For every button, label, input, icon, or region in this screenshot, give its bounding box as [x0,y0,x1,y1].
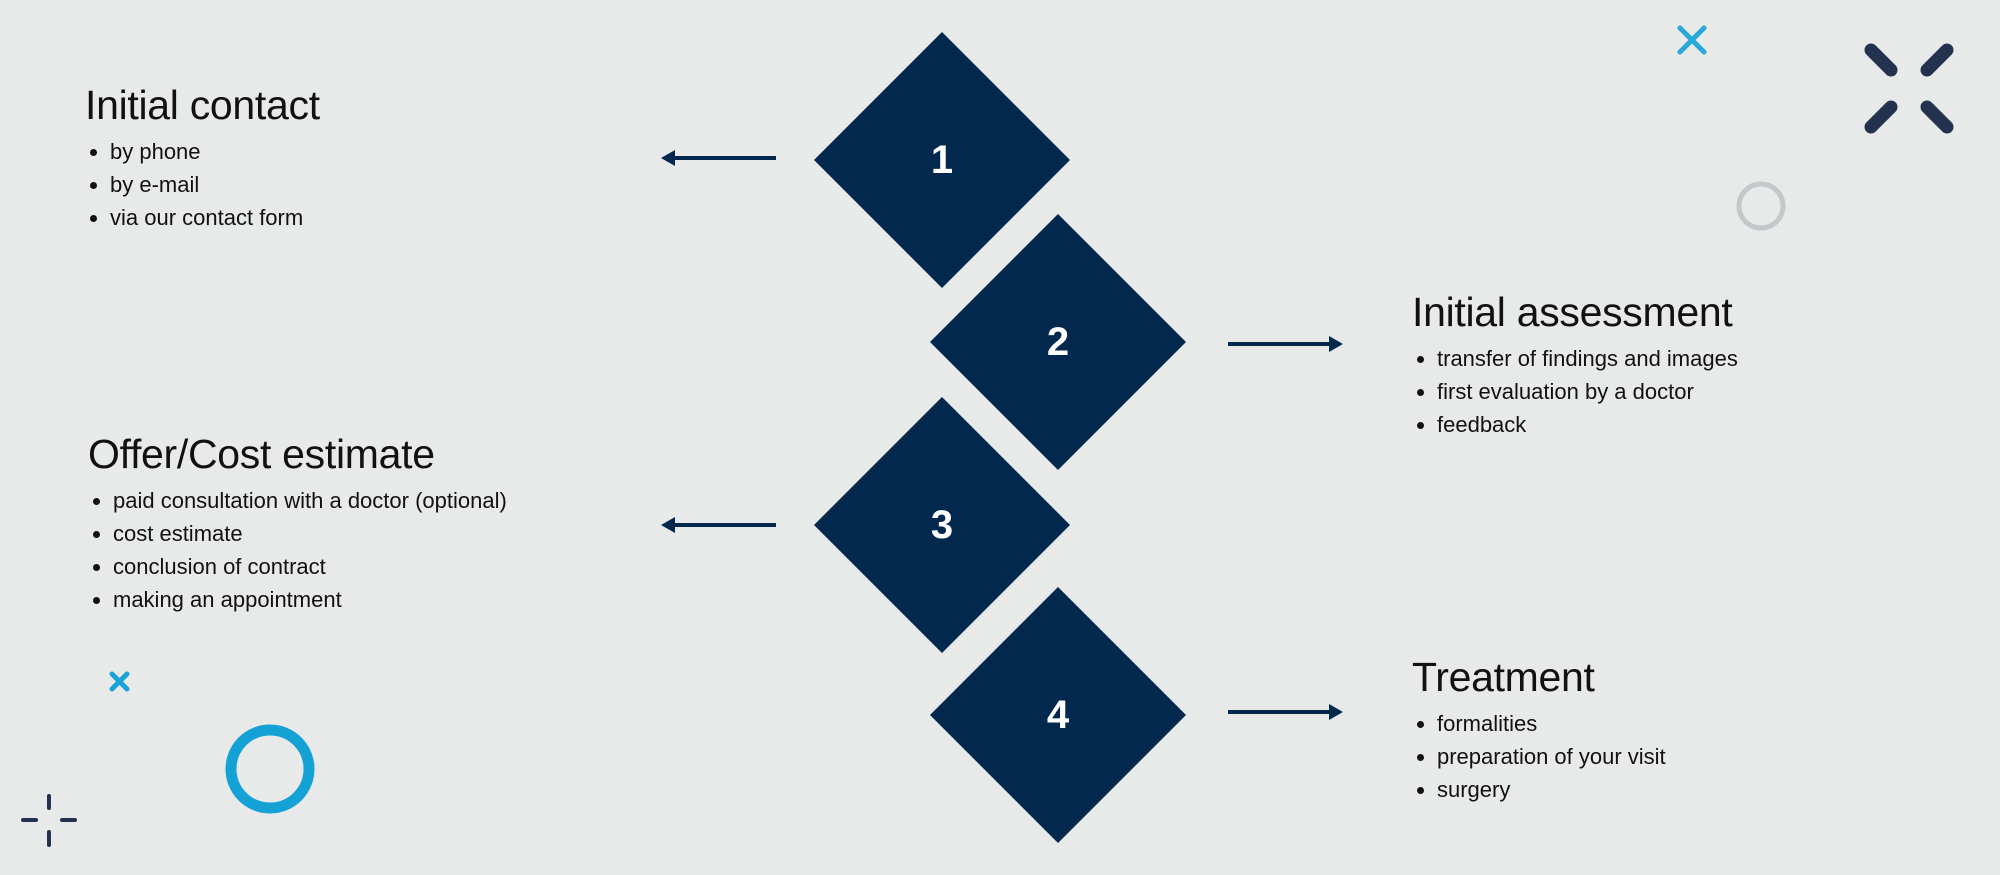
list-item: surgery [1437,773,1666,806]
list-item: by phone [110,135,320,168]
step-block-initial-contact: Initial contact by phone by e-mail via o… [85,82,320,234]
step-title: Initial contact [85,82,320,128]
step-diamond-2: 2 [930,214,1186,470]
step-list: by phone by e-mail via our contact form [85,135,320,234]
list-item: transfer of findings and images [1437,342,1738,375]
list-item: via our contact form [110,201,320,234]
cross-icon [1677,25,1707,55]
list-item: preparation of your visit [1437,740,1666,773]
step-block-offer-cost-estimate: Offer/Cost estimate paid consultation wi… [88,431,507,616]
step-diamond-3: 3 [814,397,1070,653]
list-item: first evaluation by a doctor [1437,375,1738,408]
list-item: paid consultation with a doctor (optiona… [113,484,507,517]
step-number-4: 4 [1047,693,1070,737]
step-list: formalities preparation of your visit su… [1412,707,1666,806]
step-diamond-1: 1 [814,32,1070,288]
list-item: feedback [1437,408,1738,441]
step-diamond-4: 4 [930,587,1186,843]
step-title: Initial assessment [1412,289,1733,335]
crosshair-icon [21,794,77,847]
step-block-treatment: Treatment formalities preparation of you… [1412,654,1666,806]
arrow-right-icon [1228,336,1343,352]
x-mark-icon [1864,43,1954,134]
cross-icon [109,671,130,692]
list-item: formalities [1437,707,1666,740]
list-item: making an appointment [113,583,507,616]
list-item: conclusion of contract [113,550,507,583]
step-title: Treatment [1412,654,1595,700]
arrow-left-icon [661,150,776,166]
step-block-initial-assessment: Initial assessment transfer of findings … [1412,289,1738,441]
step-list: paid consultation with a doctor (optiona… [88,484,507,616]
ring-icon [225,724,315,814]
step-number-3: 3 [931,503,953,547]
list-item: by e-mail [110,168,320,201]
step-number-1: 1 [931,138,953,182]
step-list: transfer of findings and images first ev… [1412,342,1738,441]
arrow-right-icon [1228,704,1343,720]
list-item: cost estimate [113,517,507,550]
arrow-left-icon [661,517,776,533]
step-title: Offer/Cost estimate [88,431,435,477]
step-number-2: 2 [1047,320,1069,364]
ring-icon [1736,181,1786,231]
